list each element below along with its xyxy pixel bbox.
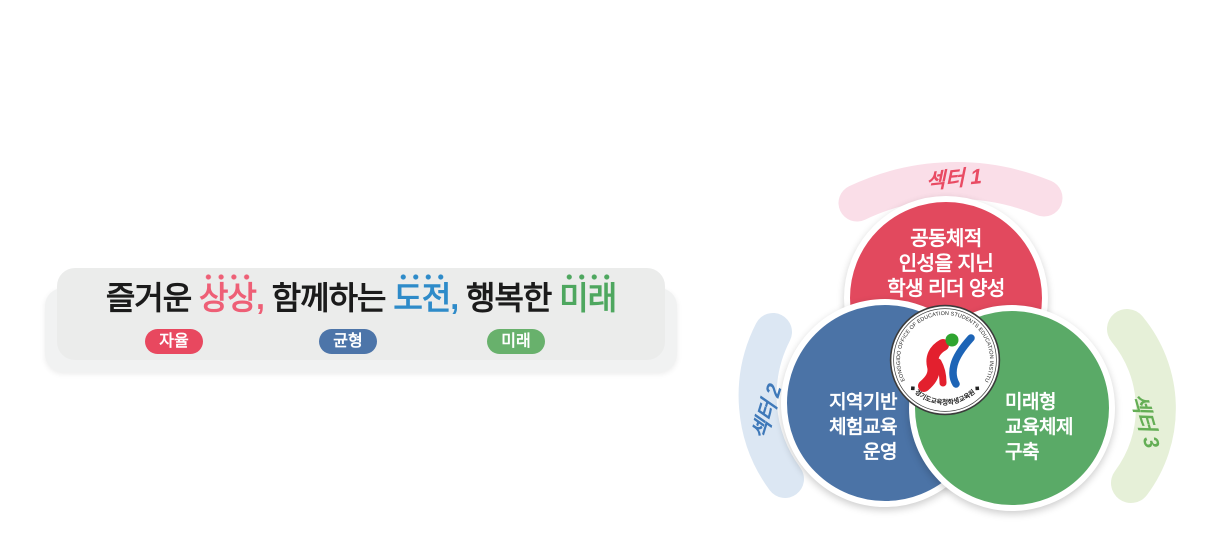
sector2-goal-line: 지역기반 bbox=[829, 392, 897, 413]
badge-autonomy: 자율 bbox=[145, 329, 203, 354]
title-part-mirae: 미래 bbox=[559, 274, 617, 316]
sector2-goal-line: 체험교육 bbox=[829, 417, 897, 438]
title-part-sangsang: 상상 bbox=[199, 274, 257, 316]
emblem-inner-ring bbox=[893, 308, 997, 412]
sector3-goal-line: 교육체제 bbox=[1005, 417, 1073, 438]
title-part-plain-2: 함께하는 bbox=[271, 280, 394, 316]
sector1-goal-text: 공동체적 인성을 지닌 학생 리더 양성 bbox=[846, 227, 1046, 302]
institute-emblem: GYEONGGIDO OFFICE OF EDUCATION STUDENTS … bbox=[889, 304, 1001, 416]
figure-red-leg bbox=[934, 358, 947, 387]
figure-blue-swoosh bbox=[949, 334, 975, 388]
figure-head bbox=[945, 333, 959, 347]
badge-balance: 균형 bbox=[319, 329, 377, 354]
emblem-outer-ring bbox=[889, 304, 1001, 416]
title-part-plain-3: 행복한 bbox=[466, 280, 560, 316]
title-comma-2: , bbox=[450, 280, 467, 316]
emblem-figure bbox=[918, 333, 975, 392]
sector1-goal-line: 학생 리더 양성 bbox=[887, 278, 1005, 300]
slogan-banner: 즐거운 상상, 함께하는 도전, 행복한 미래 자율 균형 미래 bbox=[57, 268, 665, 360]
badge-future: 미래 bbox=[487, 329, 545, 354]
title-part-dojeon: 도전 bbox=[393, 274, 451, 316]
sector3-goal-text: 미래형 교육체제 구축 bbox=[1005, 390, 1135, 465]
title-part-plain-1: 즐거운 bbox=[105, 280, 200, 316]
sector1-label: 섹터 1 bbox=[925, 165, 983, 194]
sector3-goal-line: 구축 bbox=[1005, 442, 1039, 463]
title-comma-1: , bbox=[255, 280, 272, 316]
sector2-goal-text: 지역기반 체험교육 운영 bbox=[775, 390, 897, 465]
sector1-goal-line: 공동체적 bbox=[910, 228, 982, 250]
sector2-goal-line: 운영 bbox=[863, 442, 897, 463]
figure-red-swoosh bbox=[918, 339, 949, 392]
slogan-title: 즐거운 상상, 함께하는 도전, 행복한 미래 bbox=[57, 274, 665, 316]
sector3-goal-line: 미래형 bbox=[1005, 392, 1056, 413]
sector1-goal-line: 인성을 지닌 bbox=[898, 253, 994, 275]
